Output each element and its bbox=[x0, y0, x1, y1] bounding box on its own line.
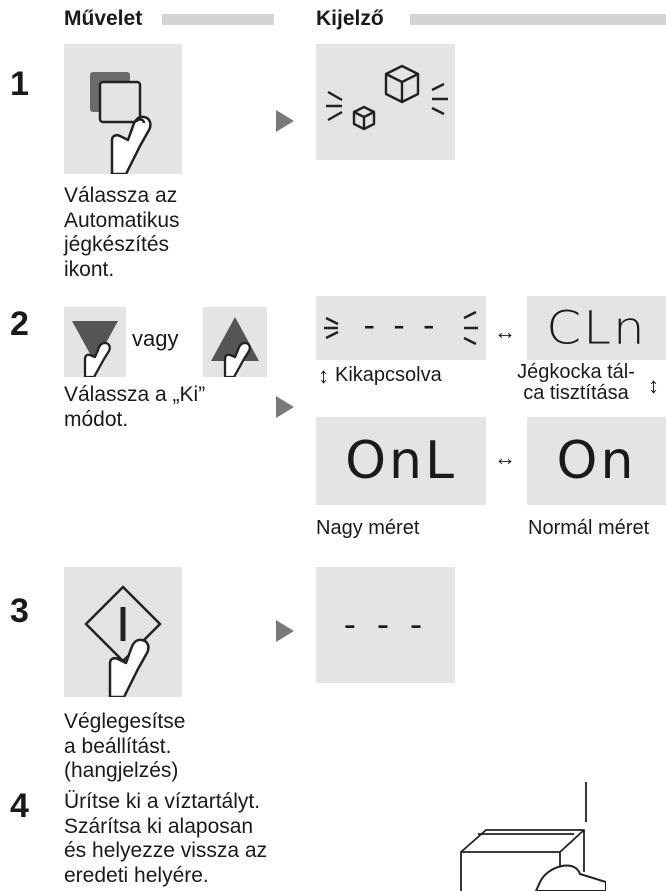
down-button-panel[interactable] bbox=[64, 307, 126, 377]
right-arrow-icon bbox=[276, 620, 294, 642]
right-arrow-icon bbox=[276, 110, 294, 132]
finger-press-icon bbox=[535, 864, 606, 891]
vertical-double-arrow-icon: ↕ bbox=[648, 373, 659, 398]
double-arrow-icon: ↔ bbox=[494, 445, 516, 470]
step-3-number: 3 bbox=[10, 592, 29, 630]
mode-large-display: OnL bbox=[316, 417, 486, 505]
step-4-caption-line: Szárítsa ki alaposan bbox=[64, 814, 254, 838]
mode-normal-display: On bbox=[527, 417, 666, 505]
step-3-segments: - - - bbox=[343, 605, 428, 645]
mode-large-segments: OnL bbox=[345, 431, 457, 491]
confirm-button-panel[interactable] bbox=[64, 567, 182, 697]
vertical-double-arrow-icon: ↕ bbox=[318, 363, 329, 388]
header-display: Kijelző bbox=[316, 7, 384, 30]
mode-normal-label: Normál méret bbox=[528, 517, 650, 539]
step-4-number: 4 bbox=[10, 787, 29, 825]
mode-normal-segments: On bbox=[556, 431, 637, 491]
header-operation-bar bbox=[162, 14, 274, 25]
finger-press-icon bbox=[110, 115, 152, 174]
step-3-caption-line: a beállítást. bbox=[64, 734, 172, 758]
step-1-caption-line: ikont. bbox=[64, 257, 115, 281]
step-4-caption-line: Ürítse ki a víztartályt. bbox=[64, 790, 261, 813]
step-3-display: - - - bbox=[316, 567, 455, 683]
mode-off-segments: - - - bbox=[363, 306, 439, 344]
mode-clean-segments: CLn bbox=[546, 301, 647, 355]
step-4-caption-line: és helyezze vissza az bbox=[64, 839, 268, 862]
or-label: vagy bbox=[132, 326, 179, 351]
step-2-caption-line: Válassza a „Ki” bbox=[64, 383, 206, 406]
right-arrow-icon bbox=[276, 396, 294, 418]
header-display-bar bbox=[410, 14, 666, 25]
mode-clean-label-line: ca tisztítása bbox=[523, 382, 629, 404]
header-operation: Művelet bbox=[64, 7, 143, 30]
step-2-number: 2 bbox=[10, 305, 29, 343]
step-3-caption-line: Véglegesítse bbox=[64, 710, 186, 733]
water-tank-illustration bbox=[456, 782, 606, 891]
mode-large-label: Nagy méret bbox=[316, 517, 420, 539]
down-triangle-icon bbox=[72, 321, 118, 363]
auto-ice-button-panel[interactable] bbox=[64, 44, 182, 174]
overlapping-squares-icon bbox=[90, 72, 142, 124]
ice-cubes-icon bbox=[326, 64, 448, 131]
mode-clean-label-line: Jégkocka tál- bbox=[517, 361, 635, 383]
step-2-caption-line: módot. bbox=[64, 407, 129, 431]
step-1-number: 1 bbox=[10, 65, 29, 103]
step-4-caption-line: eredeti helyére. bbox=[64, 863, 209, 887]
mode-off-display: - - - bbox=[316, 296, 486, 360]
up-button-panel[interactable] bbox=[203, 307, 267, 377]
step-1-caption-line: Automatikus bbox=[64, 208, 180, 232]
double-arrow-icon: ↔ bbox=[494, 319, 516, 344]
ice-cubes-display bbox=[316, 44, 455, 160]
step-1-caption-line: Válassza az bbox=[64, 184, 178, 207]
step-1-caption-line: jégkészítés bbox=[64, 233, 170, 256]
mode-clean-display: CLn bbox=[527, 296, 666, 360]
mode-off-label: Kikapcsolva bbox=[335, 364, 442, 386]
step-3-caption-line: (hangjelzés) bbox=[64, 759, 179, 782]
